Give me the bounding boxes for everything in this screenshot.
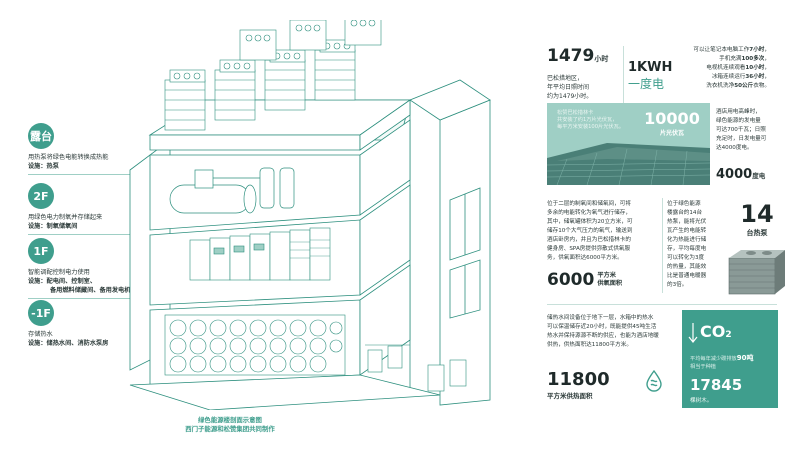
heat-pump-image: [728, 250, 785, 295]
building-cross-section: [129, 20, 491, 410]
solar-roof-panel: 松赞巴松措林卡 共安装了约1万片光伏瓦， 每平方米安装100片光伏瓦。 1000…: [547, 103, 710, 185]
legend-desc: 用绿色电力制氧并存储起来 设施：制氧储氧间: [28, 214, 103, 230]
oxygen-area-value: 6000: [547, 270, 595, 290]
sunshine-desc: 巴松措地区， 年平均日照时间 约为1479小时。: [547, 75, 593, 100]
solar-tiles-stat: 10000 片光伏瓦: [637, 109, 707, 137]
legend-2f: 2F 用绿色电力制氧并存储起来 设施：制氧储氧间: [28, 183, 178, 235]
legend-b1: -1F 存储热水 设施：储热水间、消防水泵房: [28, 300, 178, 348]
diagram-caption: 绿色能源楼剖面示意图 西门子能源和松赞集团共同制作: [185, 416, 275, 433]
heatpump-label: 台热泵: [746, 229, 768, 237]
window: [449, 187, 481, 319]
heating-area-value: 11800: [547, 369, 610, 390]
solar-kwh-value: 4000: [716, 167, 753, 182]
tree-count-value: 17845: [690, 376, 743, 394]
heat-pump-units: [164, 20, 382, 131]
hotwater-desc: 储热水间设备位于地下一层，水箱中的热水 可以保温储存近20小时，既能提供45吨生…: [547, 315, 659, 348]
heatpump-desc: 位于绿色能源 楼露台的14台 热泵，能将光伏 瓦产生的电能转 化为热能进行储 存…: [667, 201, 707, 288]
divider: [662, 198, 663, 293]
legend-badge: -1F: [28, 300, 54, 326]
oxygen-stat: 6000 平方米 供氧面积: [547, 270, 659, 290]
heatpump-count: 14: [740, 200, 774, 228]
co2-subscript: 2: [725, 330, 732, 340]
heatpump-stat: 14 台热泵: [732, 200, 782, 238]
solar-tiles-value: 10000: [644, 109, 700, 128]
kwh-label: 一度电: [628, 77, 665, 91]
solar-desc: 酒店用电高峰时， 绿色能源的发电量 可达700千瓦；日照 充足时，日发电量可 达…: [716, 109, 767, 151]
oxygen-label: 供氧面积: [597, 280, 623, 287]
solar-overlay-text: 松赞巴松措林卡 共安装了约1万片光伏瓦， 每平方米安装100片光伏瓦。: [557, 110, 624, 130]
co2-panel: CO2 平均每年减少碳排放90吨 相当于种植 17845 棵树木。: [682, 310, 778, 408]
legend-badge: 1F: [28, 238, 54, 264]
legend-1f: 1F 智能调配控制电力使用 设施：配电间、控制室、 备用燃料储藏间、备用发电机房: [28, 238, 178, 299]
kwh-equivalents: 可以让笔记本电脑工作7小时， 手机充满100多次， 电视机连续观看10小时， 冰…: [693, 47, 770, 89]
legend-desc: 用热泵将绿色电能转换成热能 设施：热泵: [28, 154, 109, 170]
co2-symbol: CO: [700, 322, 726, 341]
stat-sunshine: 1479小时 巴松措地区， 年平均日照时间 约为1479小时。: [547, 46, 617, 101]
heating-area-label: 平方米供热面积: [547, 392, 593, 400]
solar-tiles-label: 片光伏瓦: [659, 130, 684, 137]
divider: [547, 304, 777, 305]
solar-kwh-stat: 4000度电: [716, 163, 778, 182]
control-cabinets: [189, 227, 331, 281]
sunshine-hours-unit: 小时: [594, 55, 609, 63]
divider: [623, 46, 624, 104]
solar-roof-image: [547, 143, 710, 185]
sunshine-hours-value: 1479: [547, 46, 595, 66]
hotwater-stat: 11800 平方米供热面积: [547, 369, 637, 401]
oxygen-tank: [169, 167, 295, 214]
stat-kwh: 1KWH 一度电: [628, 60, 688, 92]
oxygen-unit: 平方米: [597, 272, 616, 279]
fire-pumps: [365, 344, 467, 392]
heat-water-icon: [646, 369, 662, 392]
legend-badge: 露台: [28, 123, 54, 149]
co2-desc: 平均每年减少碳排放90吨 相当于种植: [690, 354, 754, 370]
legend-desc: 智能调配控制电力使用 设施：配电间、控制室、 备用燃料储藏间、备用发电机房: [28, 269, 137, 294]
co2-down-icon: [688, 323, 698, 343]
legend-divider: [28, 174, 178, 175]
tree-count-label: 棵树木。: [690, 398, 713, 404]
hot-water-tanks: [164, 314, 346, 376]
legend-rooftop: 露台 用热泵将绿色电能转换成热能 设施：热泵: [28, 123, 178, 175]
legend-divider: [28, 298, 178, 299]
kwh-value: 1KWH: [628, 60, 673, 75]
legend-badge: 2F: [28, 183, 54, 209]
oxygen-desc: 位于二层的制氧间和储氧间，可将 多余的电能转化为氧气进行储存， 其中，储氧罐体积…: [547, 201, 633, 261]
legend-divider: [28, 234, 178, 235]
legend-desc: 存储热水 设施：储热水间、消防水泵房: [28, 331, 109, 347]
solar-kwh-unit: 度电: [752, 172, 766, 180]
